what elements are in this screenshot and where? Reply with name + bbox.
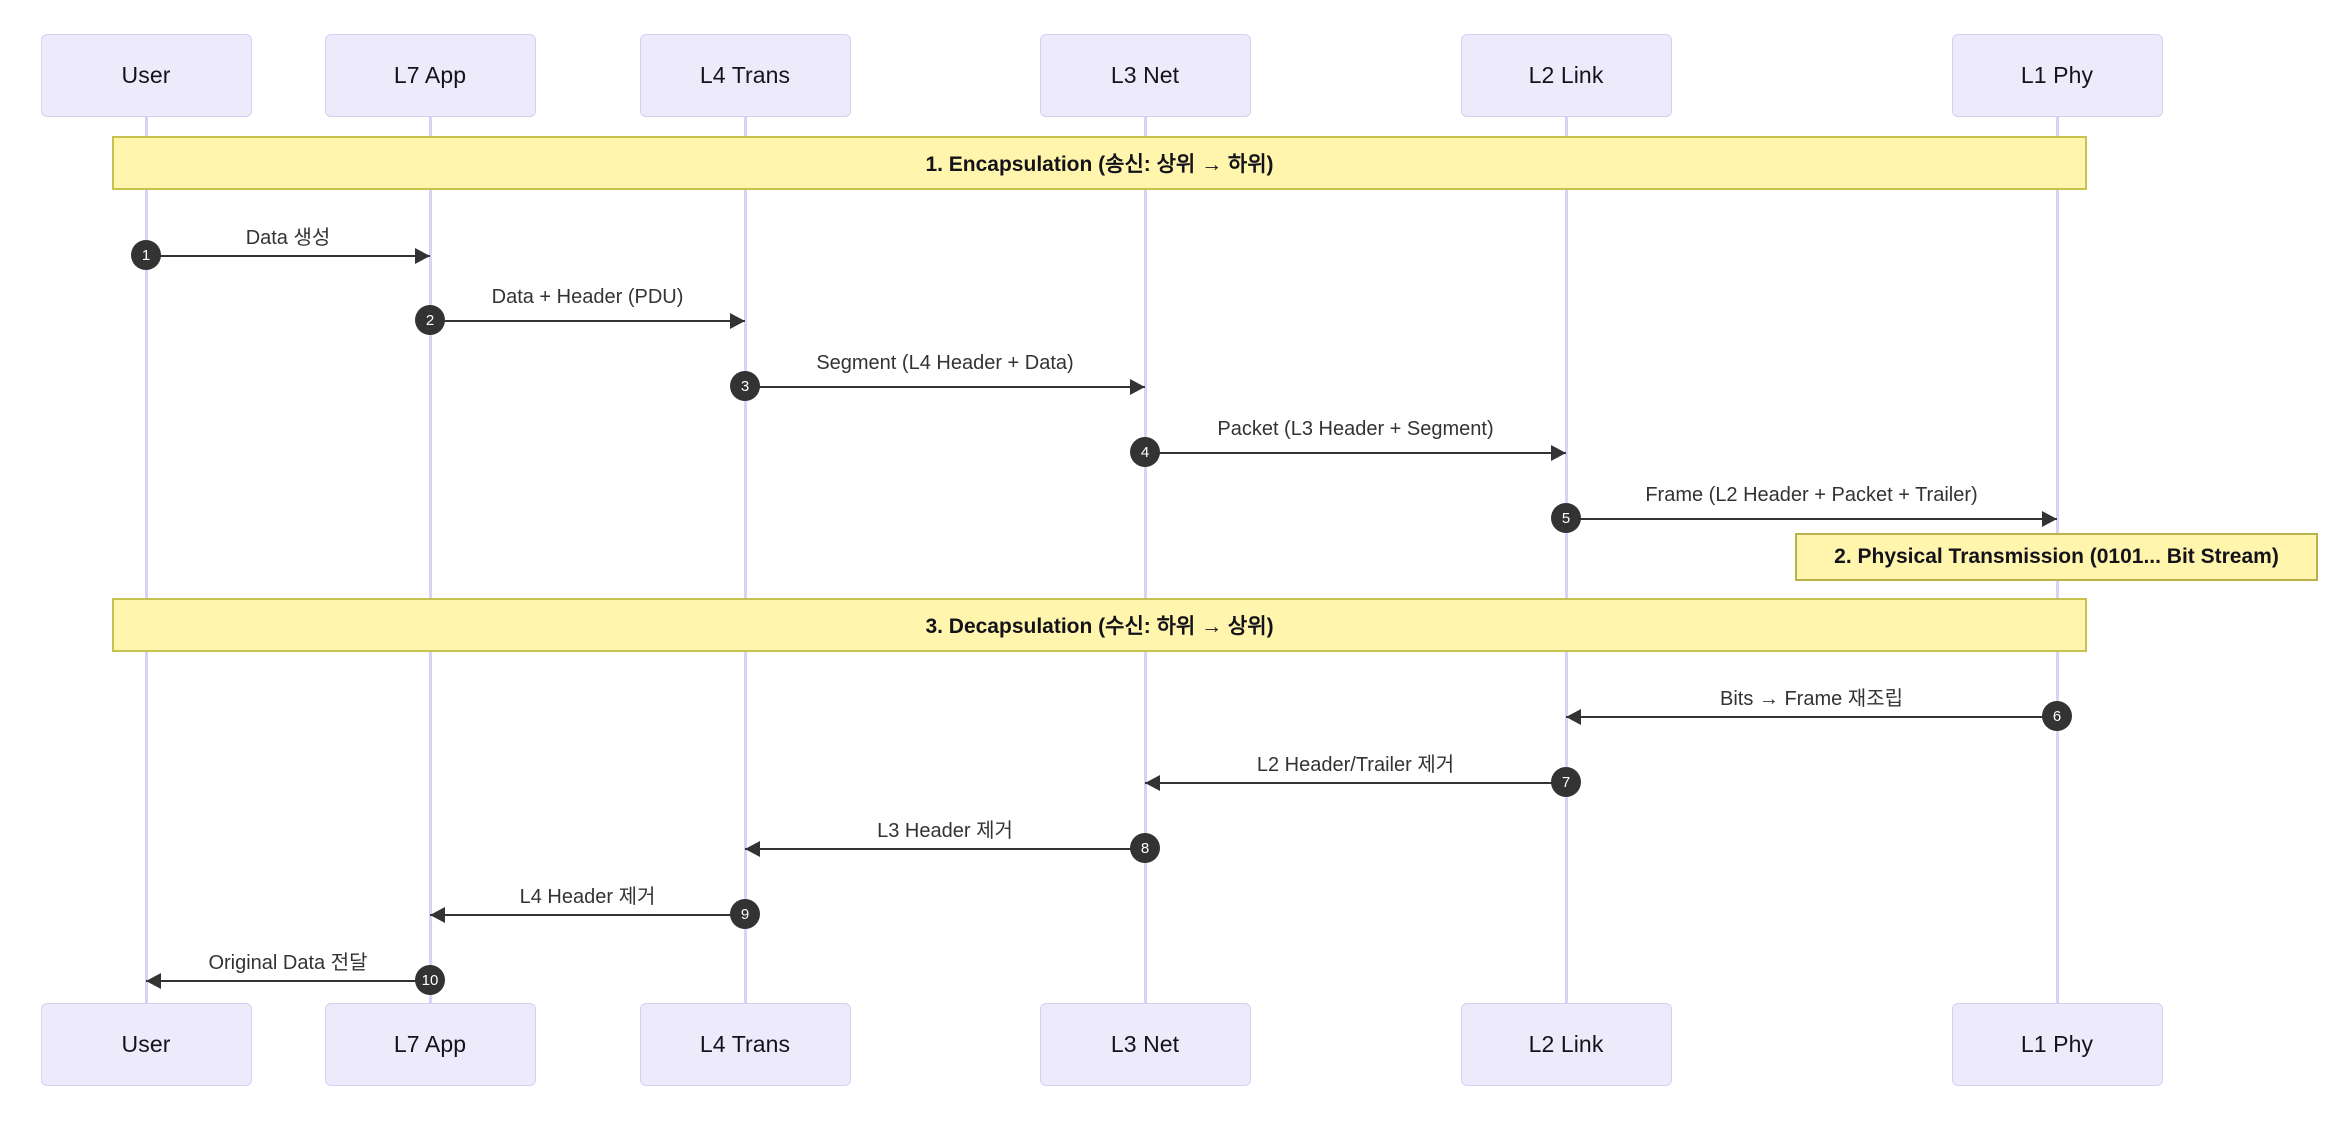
participant-top-l7[interactable]: L7 App	[324, 34, 536, 117]
message-label: Data 생성	[245, 227, 331, 249]
message-label: Bits → Frame 재조립	[1720, 688, 1903, 710]
arrowhead-icon	[430, 907, 445, 923]
section-banner-label: 1. Encapsulation (송신: 상위 → 하위)	[925, 153, 1274, 176]
message-label: L3 Header 제거	[877, 820, 1013, 842]
message-line	[745, 848, 1145, 850]
lifeline-l4	[744, 117, 747, 1003]
arrowhead-icon	[730, 313, 745, 329]
participant-label: L1 Phy	[2020, 1031, 2094, 1057]
participant-top-l4[interactable]: L4 Trans	[639, 34, 851, 117]
participant-label: L3 Net	[1110, 1031, 1180, 1057]
participant-top-user[interactable]: User	[40, 34, 252, 117]
participant-bottom-l3[interactable]: L3 Net	[1039, 1003, 1251, 1086]
message-label: Segment (L4 Header + Data)	[816, 352, 1074, 374]
participant-label: L7 App	[393, 62, 467, 88]
message-line	[1566, 716, 2057, 718]
message-line	[146, 255, 430, 257]
sequence-number-10: 10	[415, 965, 445, 995]
participant-bottom-user[interactable]: User	[40, 1003, 252, 1086]
participant-label: User	[121, 62, 171, 88]
message-label: Data + Header (PDU)	[491, 286, 684, 308]
message-label: Packet (L3 Header + Segment)	[1217, 418, 1494, 440]
sequence-number-8: 8	[1130, 833, 1160, 863]
arrowhead-icon	[1130, 379, 1145, 395]
arrowhead-icon	[745, 841, 760, 857]
sequence-number-1: 1	[131, 240, 161, 270]
message-label: L2 Header/Trailer 제거	[1256, 754, 1455, 776]
participant-bottom-l4[interactable]: L4 Trans	[639, 1003, 851, 1086]
sequence-number-3: 3	[730, 371, 760, 401]
lifeline-l3	[1144, 117, 1147, 1003]
participant-bottom-l1[interactable]: L1 Phy	[1951, 1003, 2163, 1086]
participant-label: L4 Trans	[699, 62, 791, 88]
arrowhead-icon	[1551, 445, 1566, 461]
lifeline-user	[145, 117, 148, 1003]
arrowhead-icon	[1566, 709, 1581, 725]
sequence-number-5: 5	[1551, 503, 1581, 533]
arrowhead-icon	[415, 248, 430, 264]
sequence-number-6: 6	[2042, 701, 2072, 731]
participant-label: L3 Net	[1110, 62, 1180, 88]
section-banner-label: 3. Decapsulation (수신: 하위 → 상위)	[925, 615, 1274, 638]
participant-label: L7 App	[393, 1031, 467, 1057]
participant-label: L2 Link	[1528, 62, 1604, 88]
participant-label: L4 Trans	[699, 1031, 791, 1057]
message-line	[146, 980, 430, 982]
arrowhead-icon	[1145, 775, 1160, 791]
participant-label: L2 Link	[1528, 1031, 1604, 1057]
message-line	[1566, 518, 2057, 520]
note-label: 2. Physical Transmission (0101... Bit St…	[1834, 545, 2279, 568]
sequence-number-2: 2	[415, 305, 445, 335]
sequence-number-7: 7	[1551, 767, 1581, 797]
participant-top-l1[interactable]: L1 Phy	[1951, 34, 2163, 117]
participant-top-l3[interactable]: L3 Net	[1039, 34, 1251, 117]
participant-label: L1 Phy	[2020, 62, 2094, 88]
participant-bottom-l2[interactable]: L2 Link	[1460, 1003, 1672, 1086]
note-physical-transmission: 2. Physical Transmission (0101... Bit St…	[1795, 533, 2318, 581]
message-line	[430, 914, 745, 916]
arrowhead-icon	[146, 973, 161, 989]
message-line	[430, 320, 745, 322]
section-banner-decapsulation: 3. Decapsulation (수신: 하위 → 상위)	[112, 598, 2087, 652]
participant-top-l2[interactable]: L2 Link	[1460, 34, 1672, 117]
message-line	[1145, 452, 1566, 454]
participant-label: User	[121, 1031, 171, 1057]
section-banner-encapsulation: 1. Encapsulation (송신: 상위 → 하위)	[112, 136, 2087, 190]
message-label: Frame (L2 Header + Packet + Trailer)	[1645, 484, 1978, 506]
message-label: Original Data 전달	[208, 952, 368, 974]
sequence-number-4: 4	[1130, 437, 1160, 467]
message-label: L4 Header 제거	[519, 886, 656, 908]
message-line	[1145, 782, 1566, 784]
lifeline-l7	[429, 117, 432, 1003]
lifeline-l2	[1565, 117, 1568, 1003]
message-line	[745, 386, 1145, 388]
sequence-number-9: 9	[730, 899, 760, 929]
arrowhead-icon	[2042, 511, 2057, 527]
participant-bottom-l7[interactable]: L7 App	[324, 1003, 536, 1086]
